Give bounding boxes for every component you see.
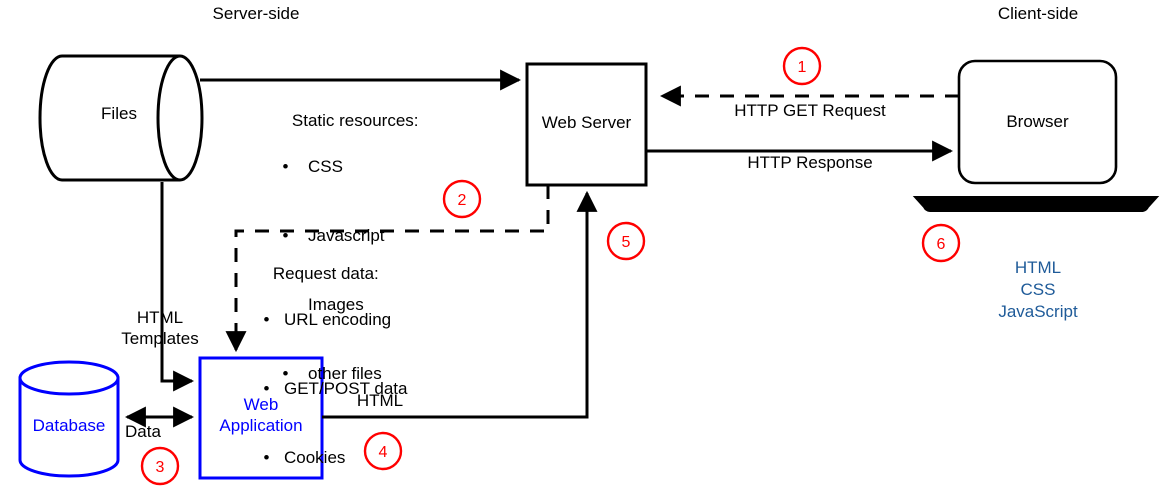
step-marker-4-circle[interactable] [363, 431, 403, 471]
title-server-side: Server-side [212, 4, 300, 23]
edge-label-data: Data [125, 422, 161, 441]
step-marker-4-label[interactable]: 4 [378, 444, 388, 461]
node-browser-label: Browser [1006, 112, 1069, 131]
step-marker-5-circle[interactable] [606, 221, 646, 261]
bullet-icon: • [254, 310, 270, 329]
title-client-side: Client-side [997, 4, 1079, 23]
bullet-icon: • [273, 226, 289, 245]
step-marker-6-label[interactable]: 6 [936, 236, 946, 253]
node-web-application-label-line1: Web [243, 395, 279, 414]
edge-label-http-response: HTTP Response [747, 153, 873, 172]
step-marker-6-circle[interactable] [921, 223, 961, 263]
request-data-item-1: • GET/POST data [254, 377, 407, 400]
edge-label-html-templates-line1: HTML [136, 308, 184, 327]
edge-label-request-data: Request data: •URL encoding •GET/POST da… [254, 239, 407, 501]
request-data-heading: Request data: [272, 264, 379, 283]
step-marker-2-label[interactable]: 2 [457, 192, 467, 209]
step-marker-5-label[interactable]: 5 [621, 234, 631, 251]
node-database[interactable] [18, 360, 120, 478]
static-resources-item-1-text: Javascript [308, 226, 385, 245]
client-tech-html: HTML [1014, 258, 1062, 277]
static-resources-item-0: • CSS [273, 155, 419, 178]
node-files-label: Files [101, 104, 137, 123]
client-tech-javascript: JavaScript [998, 302, 1078, 321]
bullet-icon: • [273, 157, 289, 176]
bullet-icon: • [254, 379, 270, 398]
request-data-item-2: • Cookies [254, 446, 407, 469]
node-database-label: Database [32, 416, 106, 435]
step-marker-2-circle[interactable] [442, 179, 482, 219]
static-resources-item-2: Images [273, 293, 419, 316]
step-marker-1-circle[interactable] [782, 46, 822, 86]
node-web-application-label-line2: Application [219, 416, 303, 435]
client-tech-css: CSS [1020, 280, 1056, 299]
request-data-item-0-text: URL encoding [284, 310, 392, 329]
edge-label-http-get-request: HTTP GET Request [734, 101, 886, 120]
static-resources-heading: Static resources: [291, 111, 419, 130]
node-web-server-box[interactable] [525, 62, 648, 187]
bullet-icon: • [254, 448, 270, 467]
static-resources-item-1: • Javascript [273, 224, 419, 247]
request-data-item-1-text: GET/POST data [284, 379, 408, 398]
request-data-item-2-text: Cookies [284, 448, 346, 467]
edge-label-static-resources: Static resources: • CSS • Javascript Image… [273, 86, 419, 431]
static-resources-item-3-text: other files [308, 364, 382, 383]
node-web-server-label: Web Server [541, 113, 632, 132]
node-browser-box[interactable] [957, 59, 1118, 185]
step-marker-1-label[interactable]: 1 [797, 59, 807, 76]
step-marker-3-label[interactable]: 3 [155, 459, 165, 476]
laptop-base [912, 196, 1160, 212]
edge-html [322, 190, 598, 419]
node-files[interactable] [38, 54, 204, 182]
request-data-item-0: • URL encoding [254, 308, 407, 331]
edge-label-html: HTML [356, 391, 404, 410]
edge-html-templates [160, 182, 195, 392]
static-resources-item-0-text: CSS [308, 157, 343, 176]
edge-request-data [225, 185, 550, 353]
bullet-icon: • [273, 364, 289, 383]
static-resources-item-3: • other files [273, 362, 419, 385]
edge-label-html-templates-line2: Templates [121, 329, 199, 348]
step-marker-3-circle[interactable] [140, 446, 180, 486]
static-resources-item-2-text: Images [308, 295, 364, 314]
